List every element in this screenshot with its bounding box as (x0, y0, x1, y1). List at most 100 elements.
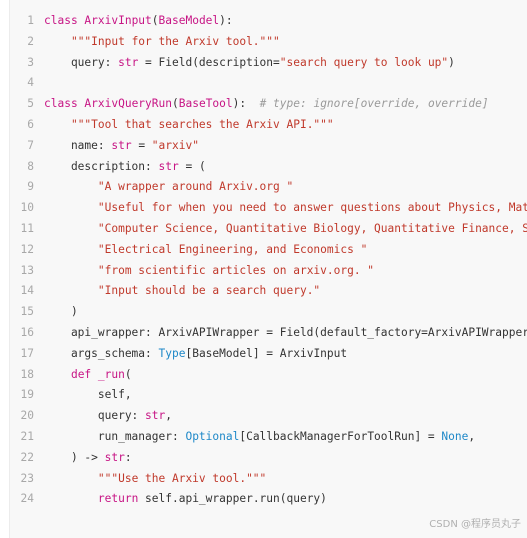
code-token: BaseModel (158, 14, 220, 27)
code-token: self, (44, 388, 132, 402)
code-token: "Computer Science, Quantitative Biology,… (97, 221, 527, 235)
code-token: "arxiv" (151, 138, 199, 152)
code-token: [CallbackManagerForToolRun] = (239, 429, 442, 443)
code-token: """Tool that searches the Arxiv API.""" (70, 117, 334, 131)
code-token: str (104, 450, 125, 464)
line-number: 8 (27, 159, 34, 173)
code-line: 19 self, (10, 385, 527, 406)
line-number: 6 (27, 117, 34, 131)
code-token: def (70, 367, 98, 381)
watermark: CSDN @程序员丸子 (429, 519, 521, 530)
line-number: 3 (27, 55, 34, 69)
code-token: run_manager: (44, 429, 186, 443)
code-token (44, 118, 71, 131)
code-token (44, 492, 98, 505)
line-number: 11 (20, 221, 34, 235)
code-token: class (44, 14, 85, 27)
code-token: args_schema: (44, 346, 159, 360)
code-token: str (158, 159, 179, 173)
code-token: = Field(description= (138, 55, 280, 69)
line-number: 9 (27, 180, 34, 194)
code-token: "A wrapper around Arxiv.org " (97, 180, 294, 194)
code-token: name: (44, 138, 112, 152)
code-token (44, 222, 98, 235)
code-line: 9 "A wrapper around Arxiv.org " (10, 177, 527, 198)
code-token: : (124, 450, 132, 464)
code-token: , (165, 409, 173, 423)
code-line: 7 name: str = "arxiv" (10, 136, 527, 157)
code-token: ): (232, 97, 260, 111)
line-number: 14 (20, 284, 34, 298)
code-token (44, 368, 71, 381)
code-token: ) (44, 305, 78, 319)
code-token: [BaseModel] = ArxivInput (185, 346, 348, 360)
line-number: 17 (20, 346, 34, 360)
code-token: "Electrical Engineering, and Economics " (97, 242, 368, 256)
code-token (44, 472, 98, 485)
code-token: = ( (178, 159, 206, 173)
code-token: ) (448, 55, 455, 69)
code-line: 18 def _run( (10, 365, 527, 386)
code-line: 20 query: str, (10, 406, 527, 427)
code-token (44, 201, 98, 214)
code-line: 12 "Electrical Engineering, and Economic… (10, 240, 527, 261)
line-number: 15 (20, 305, 34, 319)
line-number: 5 (27, 97, 34, 111)
code-line: 4 (10, 73, 527, 94)
code-token: class (44, 97, 85, 111)
code-line: 17 args_schema: Type[BaseModel] = ArxivI… (10, 344, 527, 365)
code-token: "search query to look up" (279, 55, 449, 69)
line-number: 22 (20, 450, 34, 464)
code-line: 14 "Input should be a search query." (10, 281, 527, 302)
code-token (44, 284, 98, 297)
code-token: query: (44, 409, 146, 423)
code-line: 2 """Input for the Arxiv tool.""" (10, 32, 527, 53)
code-line: 3 query: str = Field(description="search… (10, 53, 527, 74)
line-number: 20 (20, 409, 34, 423)
code-line: 10 "Useful for when you need to answer q… (10, 198, 527, 219)
code-token: return (97, 492, 146, 506)
code-token: ) -> (44, 450, 105, 464)
code-token: str (111, 138, 132, 152)
code-token: = (131, 138, 152, 152)
line-number: 12 (20, 242, 34, 256)
code-line: 22 ) -> str: (10, 448, 527, 469)
line-number: 18 (20, 367, 34, 381)
code-line: 8 description: str = ( (10, 157, 527, 178)
code-token: None (441, 429, 469, 443)
code-line: 23 """Use the Arxiv tool.""" (10, 469, 527, 490)
code-token: ): (219, 14, 233, 27)
line-number: 24 (20, 492, 34, 506)
code-token: query: (44, 55, 119, 69)
line-number: 2 (27, 34, 34, 48)
line-number: 10 (20, 201, 34, 215)
code-token: api_wrapper: ArxivAPIWrapper = Field(def… (44, 325, 527, 339)
code-token: self.api_wrapper.run(query) (145, 492, 327, 506)
line-number: 16 (20, 325, 34, 339)
line-number: 7 (27, 138, 34, 152)
code-token: "Useful for when you need to answer ques… (97, 201, 527, 215)
code-token: Type (158, 346, 186, 360)
code-line: 1 class ArxivInput(BaseModel): (10, 11, 527, 32)
code-token: # type: ignore[override, override] (259, 97, 489, 111)
code-token (44, 243, 98, 256)
line-number: 23 (20, 471, 34, 485)
code-token: _run (97, 367, 125, 381)
code-token: ArxivQueryRun (84, 97, 172, 111)
code-line: 24 return self.api_wrapper.run(query) (10, 489, 527, 510)
code-token: BaseTool (178, 97, 233, 111)
code-token (44, 180, 98, 193)
code-line: 16 api_wrapper: ArxivAPIWrapper = Field(… (10, 323, 527, 344)
code-line: 21 run_manager: Optional[CallbackManager… (10, 427, 527, 448)
line-number: 13 (20, 263, 34, 277)
line-number: 1 (27, 14, 34, 27)
code-token: ArxivInput (84, 14, 152, 27)
code-token: description: (44, 159, 159, 173)
code-token: """Input for the Arxiv tool.""" (70, 34, 280, 48)
code-token: ( (151, 14, 159, 27)
code-token: ( (124, 367, 132, 381)
code-token: """Use the Arxiv tool.""" (97, 471, 267, 485)
